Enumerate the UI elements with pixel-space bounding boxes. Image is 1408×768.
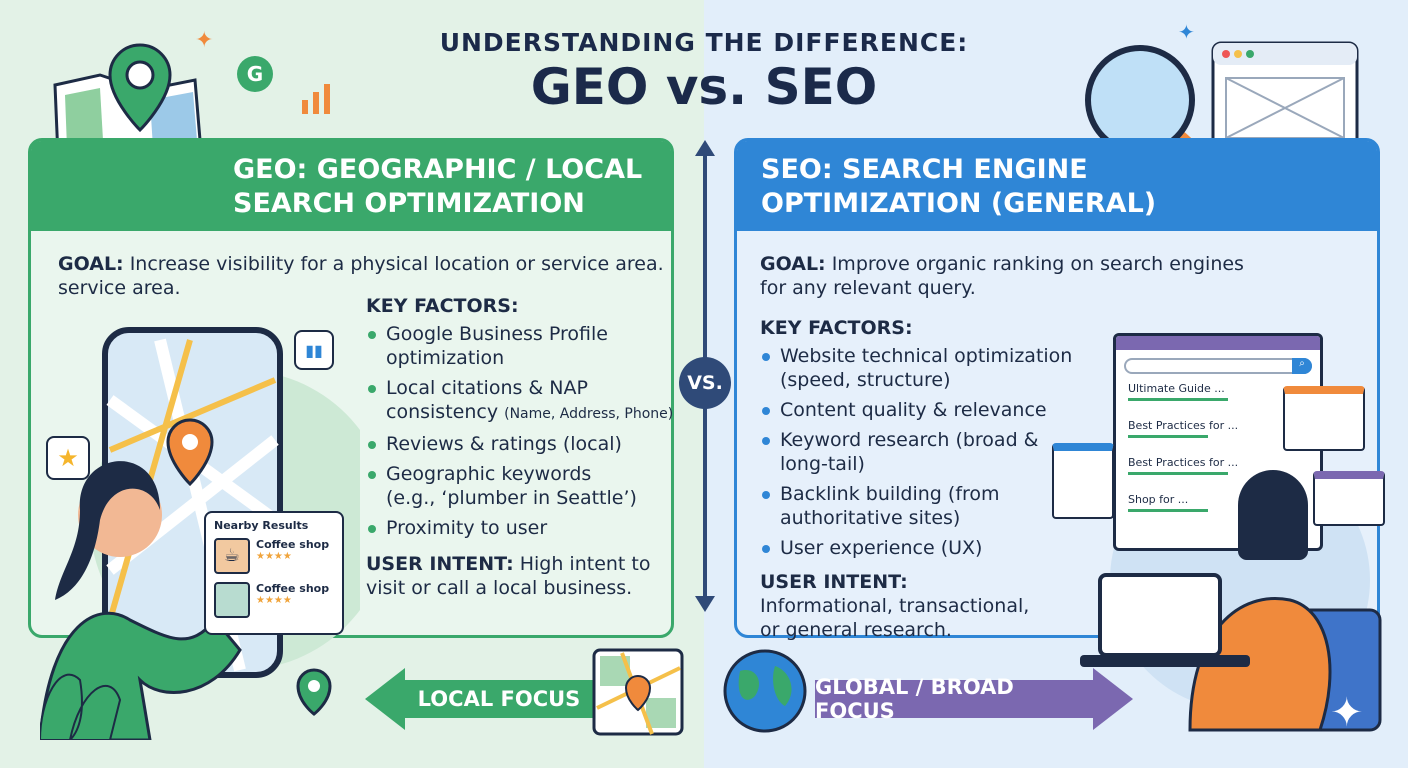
seo-goal: GOAL: Improve organic ranking on search …: [760, 252, 1250, 300]
seo-user-intent: USER INTENT:Informational, transactional…: [760, 571, 1030, 641]
seo-factor: User experience (UX): [760, 536, 1080, 560]
search-result[interactable]: Ultimate Guide ...: [1128, 382, 1308, 401]
geo-heading-line2: SEARCH OPTIMIZATION: [233, 188, 585, 219]
seo-heading: SEO: SEARCH ENGINE OPTIMIZATION (GENERAL…: [737, 141, 1377, 231]
star-icon: ★: [46, 436, 90, 480]
nearby-results-title: Nearby Results: [214, 519, 309, 532]
search-result[interactable]: Best Practices for ...: [1128, 419, 1308, 438]
bar-chart-icon: [302, 84, 330, 114]
title-line1: UNDERSTANDING THE DIFFERENCE:: [439, 28, 969, 57]
geo-factor: Proximity to user: [366, 516, 676, 540]
seo-heading-line1: SEO: SEARCH ENGINE: [761, 154, 1088, 185]
seo-key-factors-label: KEY FACTORS:: [760, 317, 913, 339]
seo-factors: KEY FACTORS: Website technical optimizat…: [760, 316, 1080, 642]
sparkle-icon: ✦: [1330, 690, 1364, 736]
geo-factor: Google Business Profile optimization: [366, 322, 676, 370]
geo-heading-line1: GEO: GEOGRAPHIC / LOCAL: [233, 154, 643, 185]
seo-goal-label: GOAL:: [760, 253, 826, 275]
map-icon: [592, 648, 684, 736]
seo-goal-text: Improve organic ranking on search engine…: [760, 253, 1244, 299]
map-pin-icon: [296, 668, 332, 716]
person-head: [1238, 470, 1308, 560]
web-page-card: [1313, 471, 1385, 526]
sparkle-icon: ✦: [195, 28, 214, 53]
bar-chart-icon: ▮▮: [294, 330, 334, 370]
nearby-result-item[interactable]: Coffee shop★★★★: [214, 582, 334, 618]
web-page-card: [1052, 443, 1114, 519]
globe-icon: [723, 649, 807, 733]
geo-factor: Reviews & ratings (local): [366, 432, 676, 456]
nearby-results-card: Nearby Results ☕ Coffee shop★★★★ Coffee …: [204, 511, 344, 635]
geo-key-factors-label: KEY FACTORS:: [366, 295, 519, 317]
search-result[interactable]: Best Practices for ...: [1128, 456, 1308, 475]
coffee-icon: ☕: [214, 538, 250, 574]
geo-heading: GEO: GEOGRAPHIC / LOCAL SEARCH OPTIMIZAT…: [31, 141, 671, 231]
location-thumbnail: [214, 582, 250, 618]
arrow-up-icon: [695, 140, 715, 156]
vs-badge: VS.: [679, 357, 731, 409]
seo-factor: Backlink building (from authoritative si…: [760, 482, 1080, 530]
local-focus-label: LOCAL FOCUS: [405, 680, 593, 718]
global-focus-label: GLOBAL / BROAD FOCUS: [815, 675, 1093, 723]
geo-goal: GOAL: Increase visibility for a physical…: [58, 252, 678, 300]
search-bar[interactable]: ⌕: [1124, 358, 1312, 374]
window-titlebar: [1116, 336, 1320, 350]
search-result[interactable]: Shop for ...: [1128, 493, 1308, 512]
nearby-result-item[interactable]: ☕ Coffee shop★★★★: [214, 538, 334, 574]
seo-factor: Website technical optimization(speed, st…: [760, 344, 1080, 392]
sparkle-icon: ✦: [1178, 20, 1195, 44]
geo-goal-extra: service area.: [58, 277, 181, 299]
seo-factor: Content quality & relevance: [760, 398, 1080, 422]
geo-goal-label: GOAL:: [58, 253, 124, 275]
global-focus-arrow: GLOBAL / BROAD FOCUS: [815, 668, 1133, 730]
search-icon: ⌕: [1292, 358, 1312, 374]
seo-factor: Keyword research (broad & long-tail): [760, 428, 1080, 476]
geo-goal-text: Increase visibility for a physical locat…: [129, 253, 664, 275]
web-page-card: [1283, 386, 1365, 451]
local-focus-arrow: LOCAL FOCUS: [365, 668, 593, 730]
arrow-down-icon: [695, 596, 715, 612]
geo-factor: Geographic keywords(e.g., ‘plumber in Se…: [366, 462, 676, 510]
geo-user-intent: USER INTENT: High intent to visit or cal…: [366, 553, 651, 599]
page-title: GEO vs. SEO: [530, 58, 878, 116]
search-results-list: Ultimate Guide ... Best Practices for ..…: [1116, 382, 1320, 512]
geo-factor: Local citations & NAP consistency (Name,…: [366, 376, 676, 426]
geo-factors: KEY FACTORS: Google Business Profile opt…: [366, 294, 676, 600]
seo-heading-line2: OPTIMIZATION (GENERAL): [761, 188, 1157, 219]
google-g-icon: G: [237, 56, 273, 92]
